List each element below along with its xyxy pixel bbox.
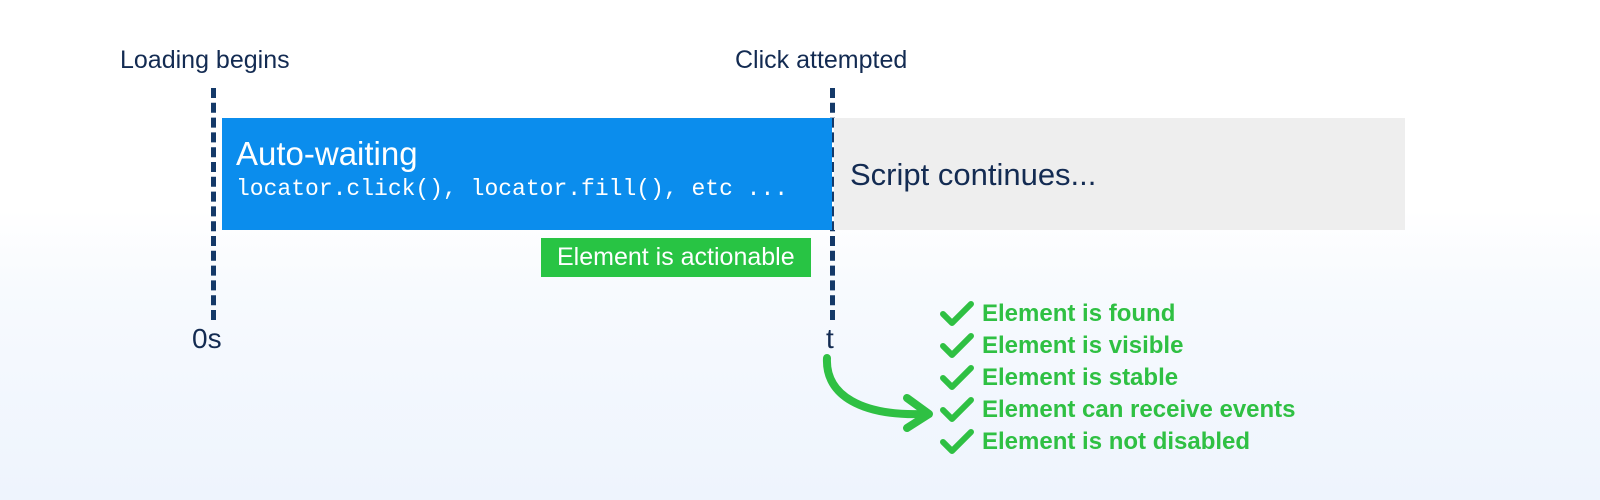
status-badge-element-actionable: Element is actionable bbox=[541, 238, 811, 277]
axis-tick-zero-seconds: 0s bbox=[192, 323, 222, 354]
check-icon bbox=[940, 397, 974, 422]
list-item-label: Element is found bbox=[982, 300, 1176, 327]
check-icon bbox=[940, 429, 974, 454]
list-item: Element is not disabled bbox=[940, 426, 1296, 458]
curved-arrow-icon bbox=[822, 354, 933, 432]
timeline-bar-auto-waiting: Auto-waiting locator.click(), locator.fi… bbox=[222, 118, 832, 230]
marker-label-loading-begins: Loading begins bbox=[120, 46, 290, 74]
list-item-label: Element is stable bbox=[982, 364, 1179, 391]
list-item: Element can receive events bbox=[940, 394, 1296, 426]
actionability-checklist: Element is found Element is visible Elem… bbox=[940, 298, 1296, 458]
list-item: Element is visible bbox=[940, 330, 1296, 362]
list-item: Element is stable bbox=[940, 362, 1296, 394]
timeline-bar-script-continues: Script continues... bbox=[834, 118, 1405, 230]
list-item-label: Element is visible bbox=[982, 332, 1184, 359]
list-item-label: Element is not disabled bbox=[982, 428, 1251, 455]
check-icon bbox=[940, 333, 974, 358]
auto-waiting-code-sample: locator.click(), locator.fill(), etc ... bbox=[236, 176, 789, 203]
guide-line-end bbox=[830, 88, 835, 320]
status-badge-label: Element is actionable bbox=[557, 243, 795, 271]
check-icon bbox=[940, 301, 974, 326]
list-item: Element is found bbox=[940, 298, 1296, 330]
marker-label-click-attempted: Click attempted bbox=[735, 46, 908, 74]
guide-line-start bbox=[211, 88, 216, 320]
script-continues-label: Script continues... bbox=[850, 156, 1097, 192]
list-item-label: Element can receive events bbox=[982, 396, 1296, 423]
check-icon bbox=[940, 365, 974, 390]
axis-tick-t: t bbox=[826, 323, 834, 354]
auto-waiting-title: Auto-waiting bbox=[236, 135, 418, 172]
